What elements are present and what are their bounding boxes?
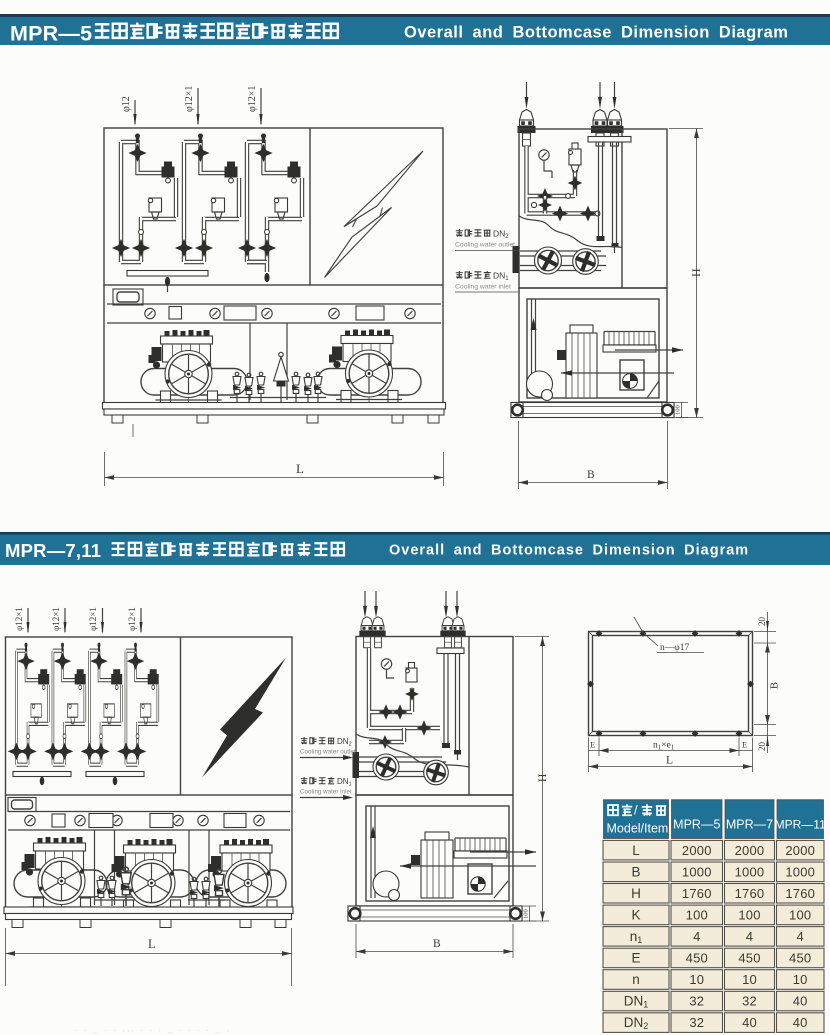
svg-text:K: K: [631, 907, 640, 922]
svg-text:φ12×1: φ12×1: [184, 86, 195, 112]
svg-text:E: E: [742, 740, 747, 750]
svg-text:E: E: [590, 740, 595, 750]
svg-text:32: 32: [689, 1015, 704, 1030]
svg-text:B: B: [587, 469, 595, 481]
svg-text:MPR—7: MPR—7: [726, 818, 773, 832]
svg-text:450: 450: [738, 951, 760, 966]
svg-text:φ12×1: φ12×1: [127, 607, 137, 631]
svg-text:1000: 1000: [785, 864, 815, 879]
svg-text:L: L: [148, 937, 156, 951]
svg-text:. . _ . . ,,, . . . _ . . . .: . . _ . . ,,, . . . _ . . . . _ ,: [75, 1023, 231, 1033]
svg-text:DN1: DN1: [493, 271, 509, 283]
svg-text:20: 20: [757, 617, 767, 627]
svg-text:40: 40: [793, 1015, 808, 1030]
svg-text:Model/Item: Model/Item: [607, 822, 669, 836]
svg-text:1000: 1000: [682, 864, 712, 879]
svg-text:20: 20: [757, 742, 767, 752]
svg-text:Cooling water outlet: Cooling water outlet: [455, 242, 515, 249]
svg-text:40: 40: [742, 1015, 757, 1030]
svg-text:H: H: [631, 886, 641, 901]
svg-text:40: 40: [793, 994, 808, 1009]
svg-text:Cooling water outlet: Cooling water outlet: [300, 749, 356, 756]
svg-text:/: /: [634, 803, 638, 818]
svg-text:DN2: DN2: [624, 1015, 649, 1031]
svg-text:φ12: φ12: [121, 96, 132, 112]
svg-text:32: 32: [742, 994, 757, 1009]
svg-text:1000: 1000: [735, 864, 765, 879]
svg-text:Overall and Bottomcase Dimensi: Overall and Bottomcase Dimension Diagram: [404, 24, 788, 42]
svg-text:100: 100: [789, 907, 811, 922]
svg-text:2000: 2000: [682, 843, 712, 858]
svg-text:E: E: [631, 951, 640, 966]
svg-text:1760: 1760: [735, 886, 765, 901]
svg-text:DN2: DN2: [337, 737, 352, 748]
svg-text:100: 100: [738, 907, 760, 922]
svg-text:L: L: [666, 755, 673, 767]
svg-text:4: 4: [796, 929, 803, 944]
svg-text:Cooling water inlet: Cooling water inlet: [300, 789, 352, 796]
svg-text:DN1: DN1: [624, 994, 649, 1010]
svg-text:DN2: DN2: [493, 229, 509, 241]
svg-text:φ12×1: φ12×1: [247, 86, 258, 112]
svg-text:B: B: [770, 682, 781, 689]
svg-text:4: 4: [693, 929, 700, 944]
svg-text:MPR—7,11: MPR—7,11: [5, 540, 101, 561]
svg-text:B: B: [631, 864, 640, 879]
svg-text:DN1: DN1: [337, 777, 352, 788]
svg-text:φ12×1: φ12×1: [88, 607, 98, 631]
svg-text:1760: 1760: [785, 886, 815, 901]
svg-text:n1×e1: n1×e1: [653, 741, 675, 752]
svg-text:n—φ17: n—φ17: [660, 643, 689, 653]
svg-text:32: 32: [689, 994, 704, 1009]
svg-text:450: 450: [789, 951, 811, 966]
svg-text:L: L: [296, 461, 304, 476]
svg-text:2000: 2000: [735, 843, 765, 858]
svg-text:100: 100: [686, 907, 708, 922]
svg-text:Overall and Bottomcase Dimensi: Overall and Bottomcase Dimension Diagram: [389, 543, 749, 559]
svg-text:MPR—5: MPR—5: [10, 22, 92, 46]
svg-text:n: n: [632, 972, 640, 987]
svg-text:4: 4: [746, 929, 753, 944]
svg-text:MPR—5: MPR—5: [673, 818, 720, 832]
svg-text:φ12×1: φ12×1: [14, 607, 24, 631]
svg-text:2000: 2000: [785, 843, 815, 858]
svg-text:100: 100: [523, 909, 530, 919]
svg-text:H: H: [689, 268, 703, 277]
svg-text:MPR—11: MPR—11: [775, 818, 826, 832]
svg-text:10: 10: [793, 972, 808, 987]
svg-text:B: B: [433, 938, 441, 950]
svg-text:H: H: [537, 774, 549, 782]
svg-text:10: 10: [689, 972, 704, 987]
svg-text:1760: 1760: [682, 886, 712, 901]
svg-text:L: L: [632, 843, 640, 858]
svg-text:10: 10: [742, 972, 757, 987]
svg-text:100: 100: [675, 405, 682, 415]
svg-text:450: 450: [686, 951, 708, 966]
svg-text:φ12×1: φ12×1: [51, 607, 61, 631]
svg-text:Cooling water inlet: Cooling water inlet: [455, 284, 511, 291]
